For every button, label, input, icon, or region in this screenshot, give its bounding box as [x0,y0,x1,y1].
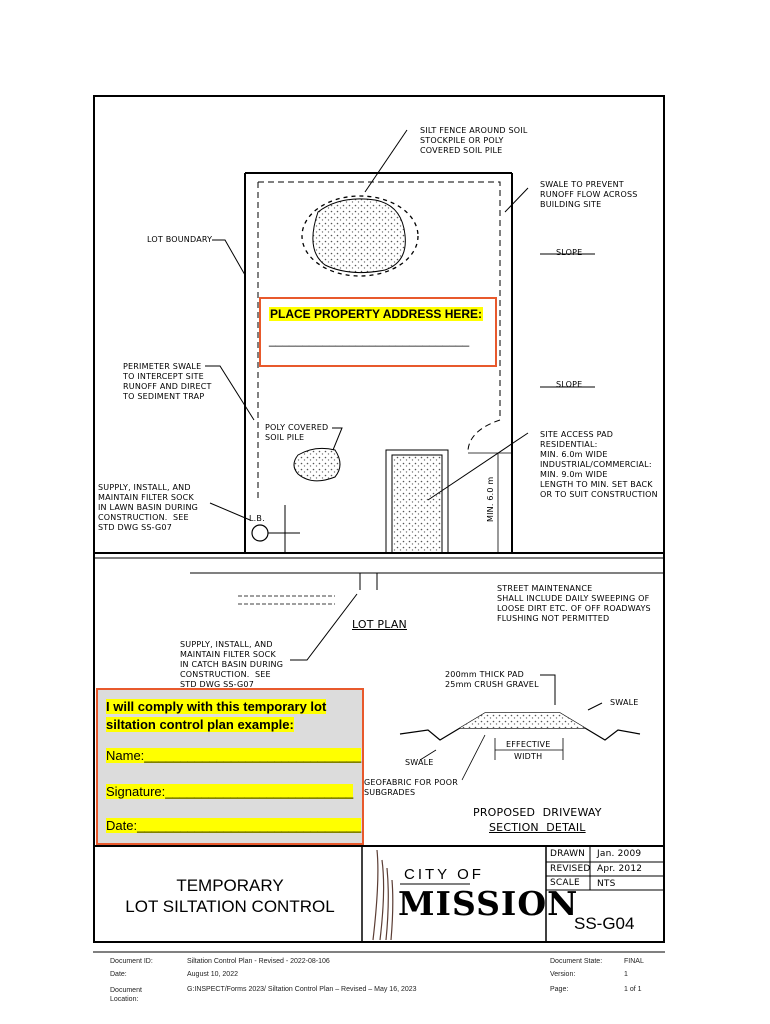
slope-label-2: SLOPE [556,380,583,389]
swale-left-label: SWALE [405,758,434,767]
lot-boundary-lines [244,172,513,553]
name-field[interactable]: Name:______________________________ [106,748,362,763]
geofabric-note: GEOFABRIC FOR POOR SUBGRADES [364,778,459,797]
perimeter-swale-note: PERIMETER SWALE TO INTERCEPT SITE RUNOFF… [123,362,212,401]
swale-right-label: SWALE [610,698,639,707]
min-dimension-label: MIN. 6.0 m [486,476,495,522]
doc-id-label: Document ID: [110,958,153,965]
doc-id-value: Siltation Control Plan - Revised - 2022-… [187,958,330,965]
property-address-box: PLACE PROPERTY ADDRESS HERE: ___________… [259,297,497,367]
mission-logo-mark [372,849,394,941]
scale-label: SCALE [550,878,580,888]
lot-boundary-label: LOT BOUNDARY [147,235,213,244]
catch-sock-note: SUPPLY, INSTALL, AND MAINTAIN FILTER SOC… [180,640,284,689]
poly-pile-label: POLY COVERED SOIL PILE [265,423,329,442]
street-lines [95,552,665,605]
access-pad [391,454,443,554]
poly-soil-pile [293,447,341,482]
lawn-sock-note: SUPPLY, INSTALL, AND MAINTAIN FILTER SOC… [98,483,199,532]
title-line-2: LOT SILTATION CONTROL [125,897,335,916]
date-value: August 10, 2022 [187,971,238,978]
slope-label-1: SLOPE [556,248,583,257]
swale-note: SWALE TO PREVENT RUNOFF FLOW ACROSS BUIL… [540,180,638,209]
silt-fence-note: SILT FENCE AROUND SOIL STOCKPILE OR POLY… [420,126,528,155]
title-block-lines [93,845,665,943]
section-detail-label: SECTION DETAIL [489,821,586,834]
page-label: Page: [550,986,569,993]
state-value: FINAL [624,958,644,965]
drawn-label: DRAWN [550,849,586,859]
logo-city-of: CITY OF [404,866,484,883]
proposed-driveway-label: PROPOSED DRIVEWAY [473,806,602,819]
silt-fence-ring [301,195,419,277]
lawn-basin-label: L.B. [249,514,265,523]
version-value: 1 [624,971,628,978]
title-line-1: TEMPORARY [176,876,284,895]
state-label: Document State: [550,958,603,965]
perimeter-swale [257,181,501,500]
width-label: WIDTH [514,752,543,761]
date-label: Date: [110,971,127,978]
revised-label: REVISED [550,864,591,874]
location-value: G:INSPECT/Forms 2023/ Siltation Control … [187,986,417,993]
logo-mission: MISSION [398,884,579,923]
date-field[interactable]: Date:_______________________________ [106,818,362,833]
drawn-value: Jan. 2009 [597,849,642,859]
street-maintenance-note: STREET MAINTENANCE SHALL INCLUDE DAILY S… [497,584,651,623]
sheet-number: SS-G04 [574,914,635,933]
scale-value: NTS [597,879,616,889]
version-label: Version: [550,971,576,978]
address-box-title: PLACE PROPERTY ADDRESS HERE: [269,307,484,321]
site-access-note: SITE ACCESS PAD RESIDENTIAL: MIN. 6.0m W… [540,430,658,499]
page-value: 1 of 1 [624,986,642,993]
address-input-line[interactable]: ______________________________ [269,333,470,347]
location-label: Document Location: [110,987,142,1003]
revised-value: Apr. 2012 [597,864,643,874]
effective-label: EFFECTIVE [506,740,551,749]
lot-plan-label: LOT PLAN [352,618,407,631]
signature-field[interactable]: Signature:__________________________ [106,784,354,799]
stockpile-fill [312,198,406,274]
pad-note: 200mm THICK PAD 25mm CRUSH GRAVEL [445,670,539,689]
compliance-box: I will comply with this temporary lot si… [96,688,364,845]
compliance-statement: I will comply with this temporary lot si… [106,699,327,732]
